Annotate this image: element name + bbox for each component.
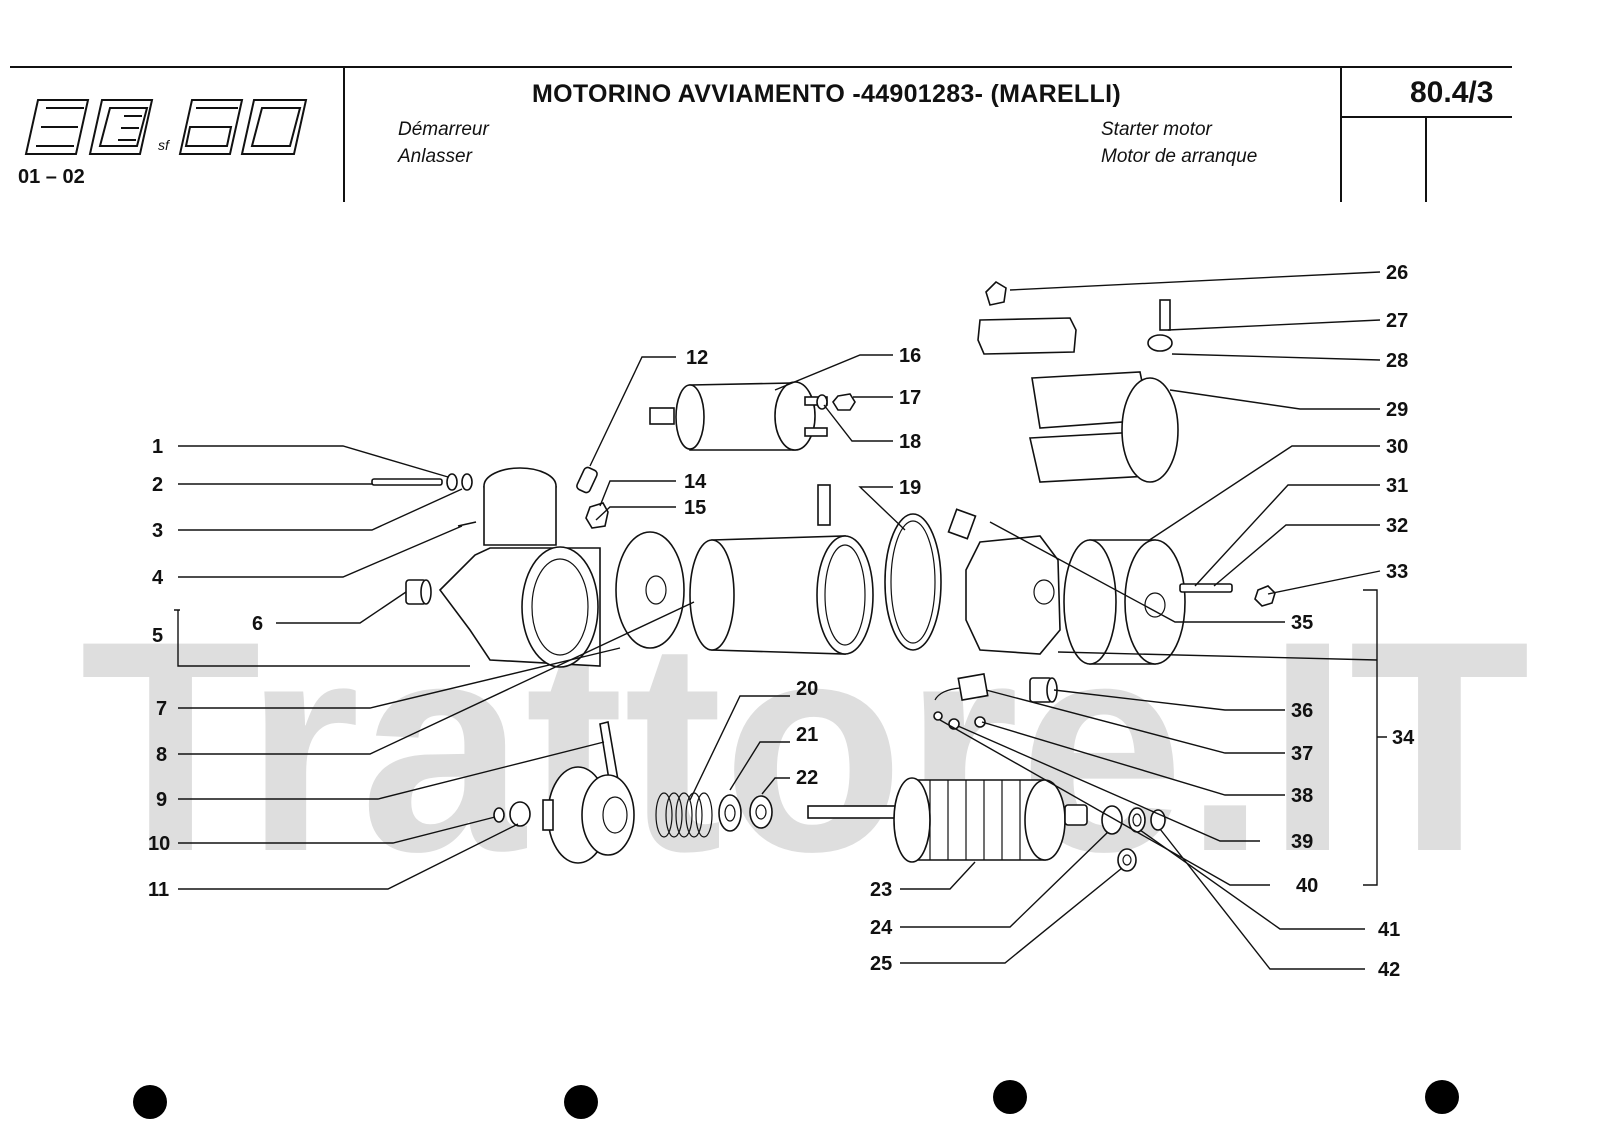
subtitle-german: Anlasser — [398, 146, 472, 167]
callout-20: 20 — [796, 678, 818, 700]
model-logo: sf — [24, 99, 308, 155]
binder-hole-2 — [564, 1085, 598, 1119]
callout-35: 35 — [1291, 612, 1313, 634]
subtitle-english: Starter motor — [1101, 119, 1212, 140]
callout-32: 32 — [1386, 515, 1408, 537]
callout-6: 6 — [252, 613, 263, 635]
callout-11: 11 — [148, 879, 169, 901]
part-intermediate-plate — [615, 531, 685, 649]
callout-23: 23 — [870, 879, 892, 901]
part-washer-24 — [1101, 805, 1123, 835]
part-bush-36 — [1029, 677, 1058, 703]
callout-19: 19 — [899, 477, 921, 499]
callout-37: 37 — [1291, 743, 1313, 765]
callout-26: 26 — [1386, 262, 1408, 284]
part-brush-holder — [947, 508, 1061, 655]
callout-34: 34 — [1392, 727, 1415, 749]
part-armature — [807, 777, 1088, 863]
callout-15: 15 — [684, 497, 706, 519]
part-block-14-15 — [585, 502, 609, 529]
leader-lines — [174, 271, 1387, 970]
callout-27: 27 — [1386, 310, 1408, 332]
callout-14: 14 — [684, 471, 707, 493]
callout-1: 1 — [152, 436, 163, 458]
header-top-rule — [10, 66, 1512, 68]
callout-21: 21 — [796, 724, 818, 746]
callout-41: 41 — [1378, 919, 1400, 941]
callout-22: 22 — [796, 767, 818, 789]
callout-42: 42 — [1378, 959, 1400, 981]
part-plunger-pin — [576, 466, 598, 494]
callout-12: 12 — [686, 347, 708, 369]
callout-38: 38 — [1291, 785, 1313, 807]
callout-2: 2 — [152, 474, 163, 496]
callout-5: 5 — [152, 625, 163, 647]
part-o-ring — [884, 513, 942, 651]
page-title: MOTORINO AVVIAMENTO -44901283- (MARELLI) — [532, 80, 1121, 108]
subtitle-french: Démarreur — [398, 119, 489, 140]
part-pin — [457, 521, 477, 527]
callout-39: 39 — [1291, 831, 1313, 853]
callout-4: 4 — [152, 567, 164, 589]
callout-31: 31 — [1386, 475, 1408, 497]
part-washer-42 — [1150, 809, 1166, 831]
callout-29: 29 — [1386, 399, 1408, 421]
callout-36: 36 — [1291, 700, 1313, 722]
part-washer-22 — [749, 795, 773, 829]
part-bush-6 — [405, 579, 432, 605]
callout-8: 8 — [156, 744, 167, 766]
callout-33: 33 — [1386, 561, 1408, 583]
callout-25: 25 — [870, 953, 892, 975]
callout-40: 40 — [1296, 875, 1318, 897]
svg-text:sf: sf — [158, 137, 171, 153]
part-washer-25 — [1117, 848, 1137, 872]
callout-18: 18 — [899, 431, 921, 453]
part-drive-pinion — [542, 721, 635, 864]
part-brushes — [933, 672, 989, 730]
callout-10: 10 — [148, 833, 170, 855]
callout-9: 9 — [156, 789, 167, 811]
callout-24: 24 — [870, 917, 893, 939]
binder-hole-3 — [993, 1080, 1027, 1114]
part-end-cover — [1063, 539, 1186, 665]
callout-16: 16 — [899, 345, 921, 367]
binder-hole-1 — [133, 1085, 167, 1119]
callout-17: 17 — [899, 387, 921, 409]
part-nut-33 — [1254, 585, 1276, 607]
header-divider-right — [1340, 66, 1342, 202]
part-nut-washer — [816, 393, 856, 411]
part-through-bolt — [371, 473, 473, 491]
callout-3: 3 — [152, 520, 163, 542]
part-drive-housing — [438, 467, 601, 668]
header-divider-left — [343, 66, 345, 202]
callout-30: 30 — [1386, 436, 1408, 458]
callout-numbers: 1 2 3 4 5 6 7 8 9 10 11 12 14 15 16 17 1… — [148, 262, 1415, 981]
part-washer-10 — [493, 807, 505, 823]
subtitle-spanish: Motor de arranque — [1101, 146, 1258, 167]
part-washer-11 — [509, 801, 531, 827]
model-code: 01 – 02 — [18, 166, 85, 188]
part-spring — [655, 792, 713, 838]
pagebox-divider — [1425, 116, 1427, 202]
callout-28: 28 — [1386, 350, 1408, 372]
callout-7: 7 — [156, 698, 167, 720]
page-number: 80.4/3 — [1410, 76, 1494, 109]
part-yoke — [689, 484, 874, 655]
part-washer-21 — [718, 794, 742, 832]
part-field-coils — [977, 280, 1179, 483]
part-screw-31 — [1179, 583, 1233, 593]
part-solenoid — [649, 381, 828, 451]
binder-hole-4 — [1425, 1080, 1459, 1114]
